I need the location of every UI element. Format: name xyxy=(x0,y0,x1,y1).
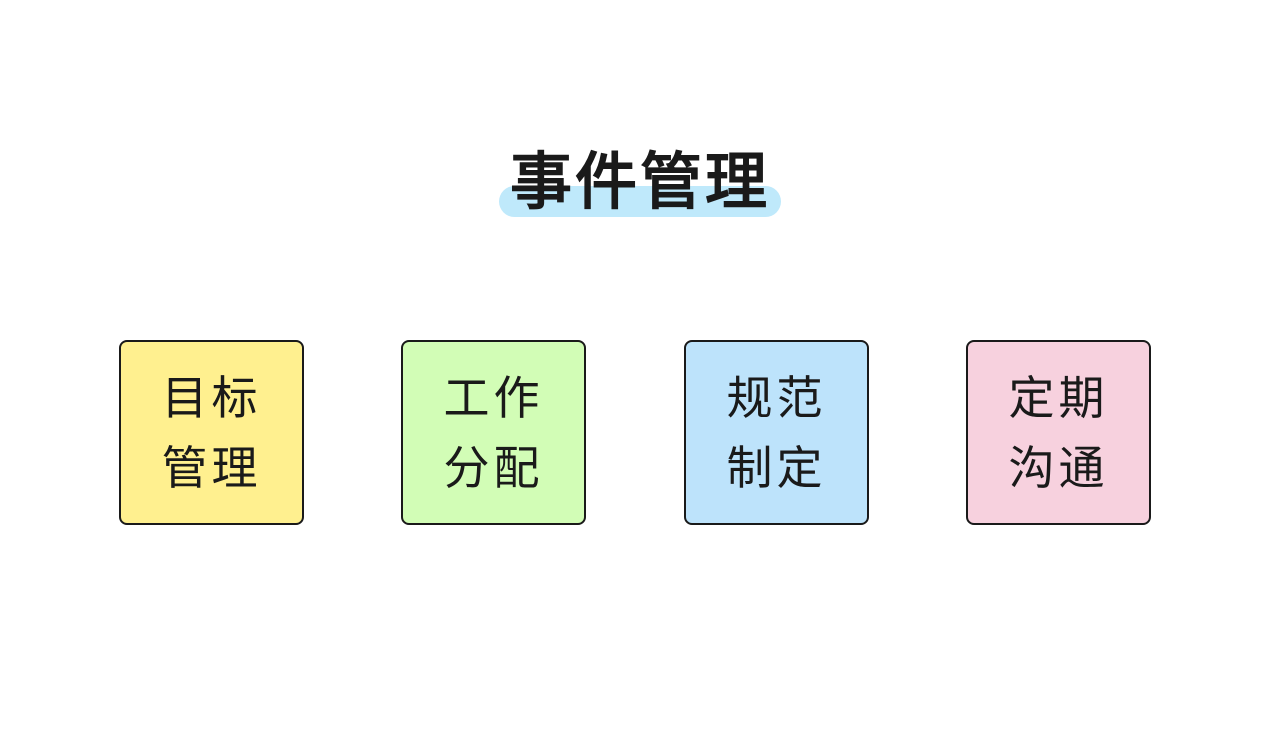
card-line: 沟通 xyxy=(1008,440,1109,495)
card-regular-communication: 定期 沟通 xyxy=(966,340,1151,525)
card-line: 规范 xyxy=(726,370,827,425)
card-line: 制定 xyxy=(726,440,827,495)
card-line: 工作 xyxy=(443,370,544,425)
card-standard-setting: 规范 制定 xyxy=(684,340,869,525)
card-line: 目标 xyxy=(161,370,262,425)
page-title: 事件管理 xyxy=(509,145,770,218)
card-goal-management: 目标 管理 xyxy=(119,340,304,525)
card-line: 定期 xyxy=(1008,370,1109,425)
card-work-allocation: 工作 分配 xyxy=(401,340,586,525)
title-block: 事件管理 xyxy=(440,140,840,230)
title-highlight xyxy=(499,186,781,217)
card-line: 管理 xyxy=(161,440,262,495)
card-line: 分配 xyxy=(443,440,544,495)
